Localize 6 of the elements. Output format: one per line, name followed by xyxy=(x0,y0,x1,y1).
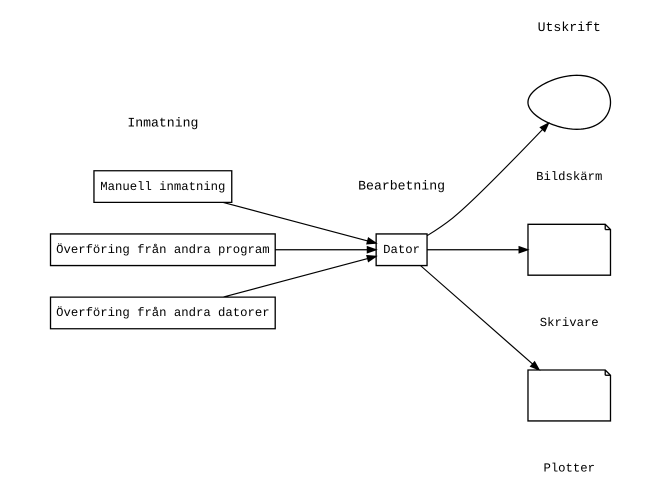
node-label: Plotter xyxy=(542,462,594,476)
node-label: Bildskärm xyxy=(536,170,602,184)
label: Utskrift xyxy=(537,20,600,35)
label: Bearbetning xyxy=(358,178,445,194)
label: Inmatning xyxy=(126,115,198,130)
node-label: Skrivare xyxy=(539,316,598,330)
